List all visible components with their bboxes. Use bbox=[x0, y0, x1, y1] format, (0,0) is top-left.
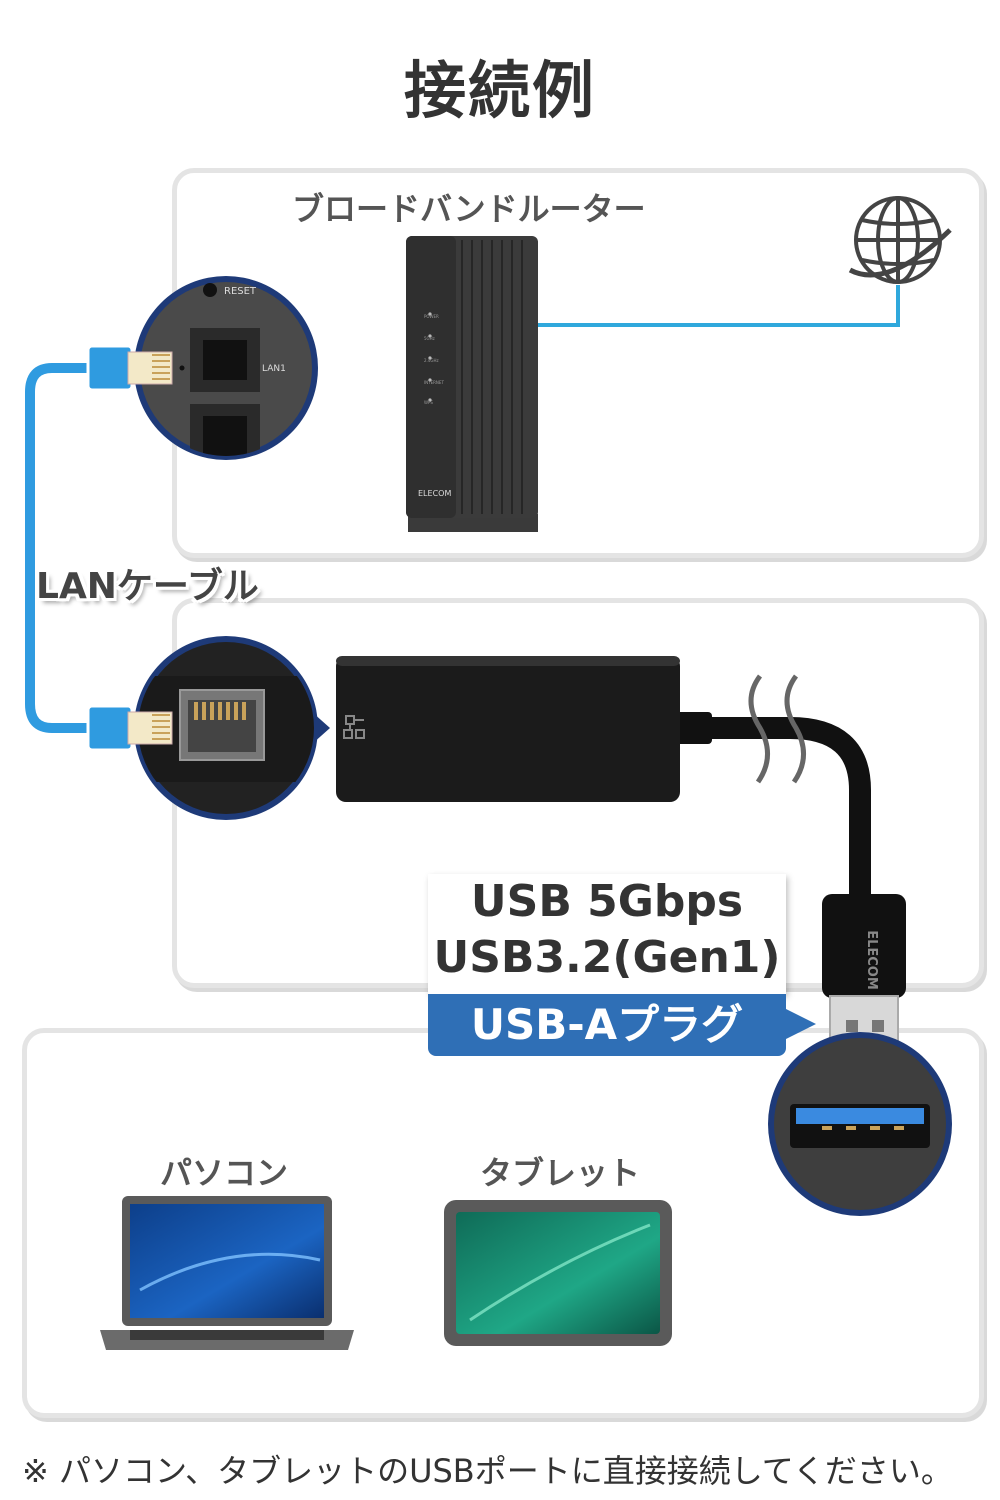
plug-type-tag: USB-Aプラグ bbox=[428, 994, 816, 1056]
rj45-plug-bottom bbox=[86, 704, 173, 752]
router-led-label: 5GHz bbox=[424, 336, 435, 341]
network-icon bbox=[343, 715, 365, 739]
router-led-label: POWER bbox=[424, 314, 439, 319]
plug-brand: ELECOM bbox=[864, 930, 879, 990]
laptop-illustration bbox=[100, 1196, 354, 1350]
adapter-port-zoom bbox=[134, 636, 330, 820]
globe-icon bbox=[848, 196, 952, 284]
lan1-label: LAN1 bbox=[262, 364, 286, 374]
router-led-label: INTERNET bbox=[424, 380, 444, 385]
lan-cable-label: LANケーブル bbox=[36, 566, 259, 607]
router-illustration: ELECOM bbox=[406, 236, 538, 532]
tablet-illustration bbox=[444, 1200, 672, 1346]
spec-standard: USB3.2(Gen1) bbox=[433, 932, 781, 983]
router-led-label: WPS bbox=[424, 400, 433, 405]
reset-label: RESET bbox=[224, 286, 257, 297]
router-brand: ELECOM bbox=[418, 489, 451, 498]
pc-label: パソコン bbox=[160, 1154, 289, 1192]
router-label: ブロードバンドルーター bbox=[292, 190, 646, 228]
spec-speed: USB 5Gbps bbox=[470, 876, 744, 927]
tablet-label: タブレット bbox=[480, 1154, 641, 1192]
usb-port-zoom bbox=[768, 1032, 952, 1216]
footnote: ※ パソコン、タブレットのUSBポートに直接接続してください。 bbox=[22, 1452, 953, 1490]
spec-box: USB 5Gbps USB3.2(Gen1) bbox=[428, 874, 786, 994]
router-led-label: 2.4GHz bbox=[424, 358, 439, 363]
router-port-zoom: RESET LAN1 bbox=[134, 276, 318, 460]
internet-line bbox=[538, 285, 900, 327]
cable-break-icon bbox=[748, 674, 806, 784]
page-title: 接続例 bbox=[403, 54, 596, 127]
rj45-plug-top bbox=[86, 344, 173, 392]
lan-cable bbox=[20, 358, 110, 738]
usb-lan-adapter bbox=[336, 656, 871, 900]
